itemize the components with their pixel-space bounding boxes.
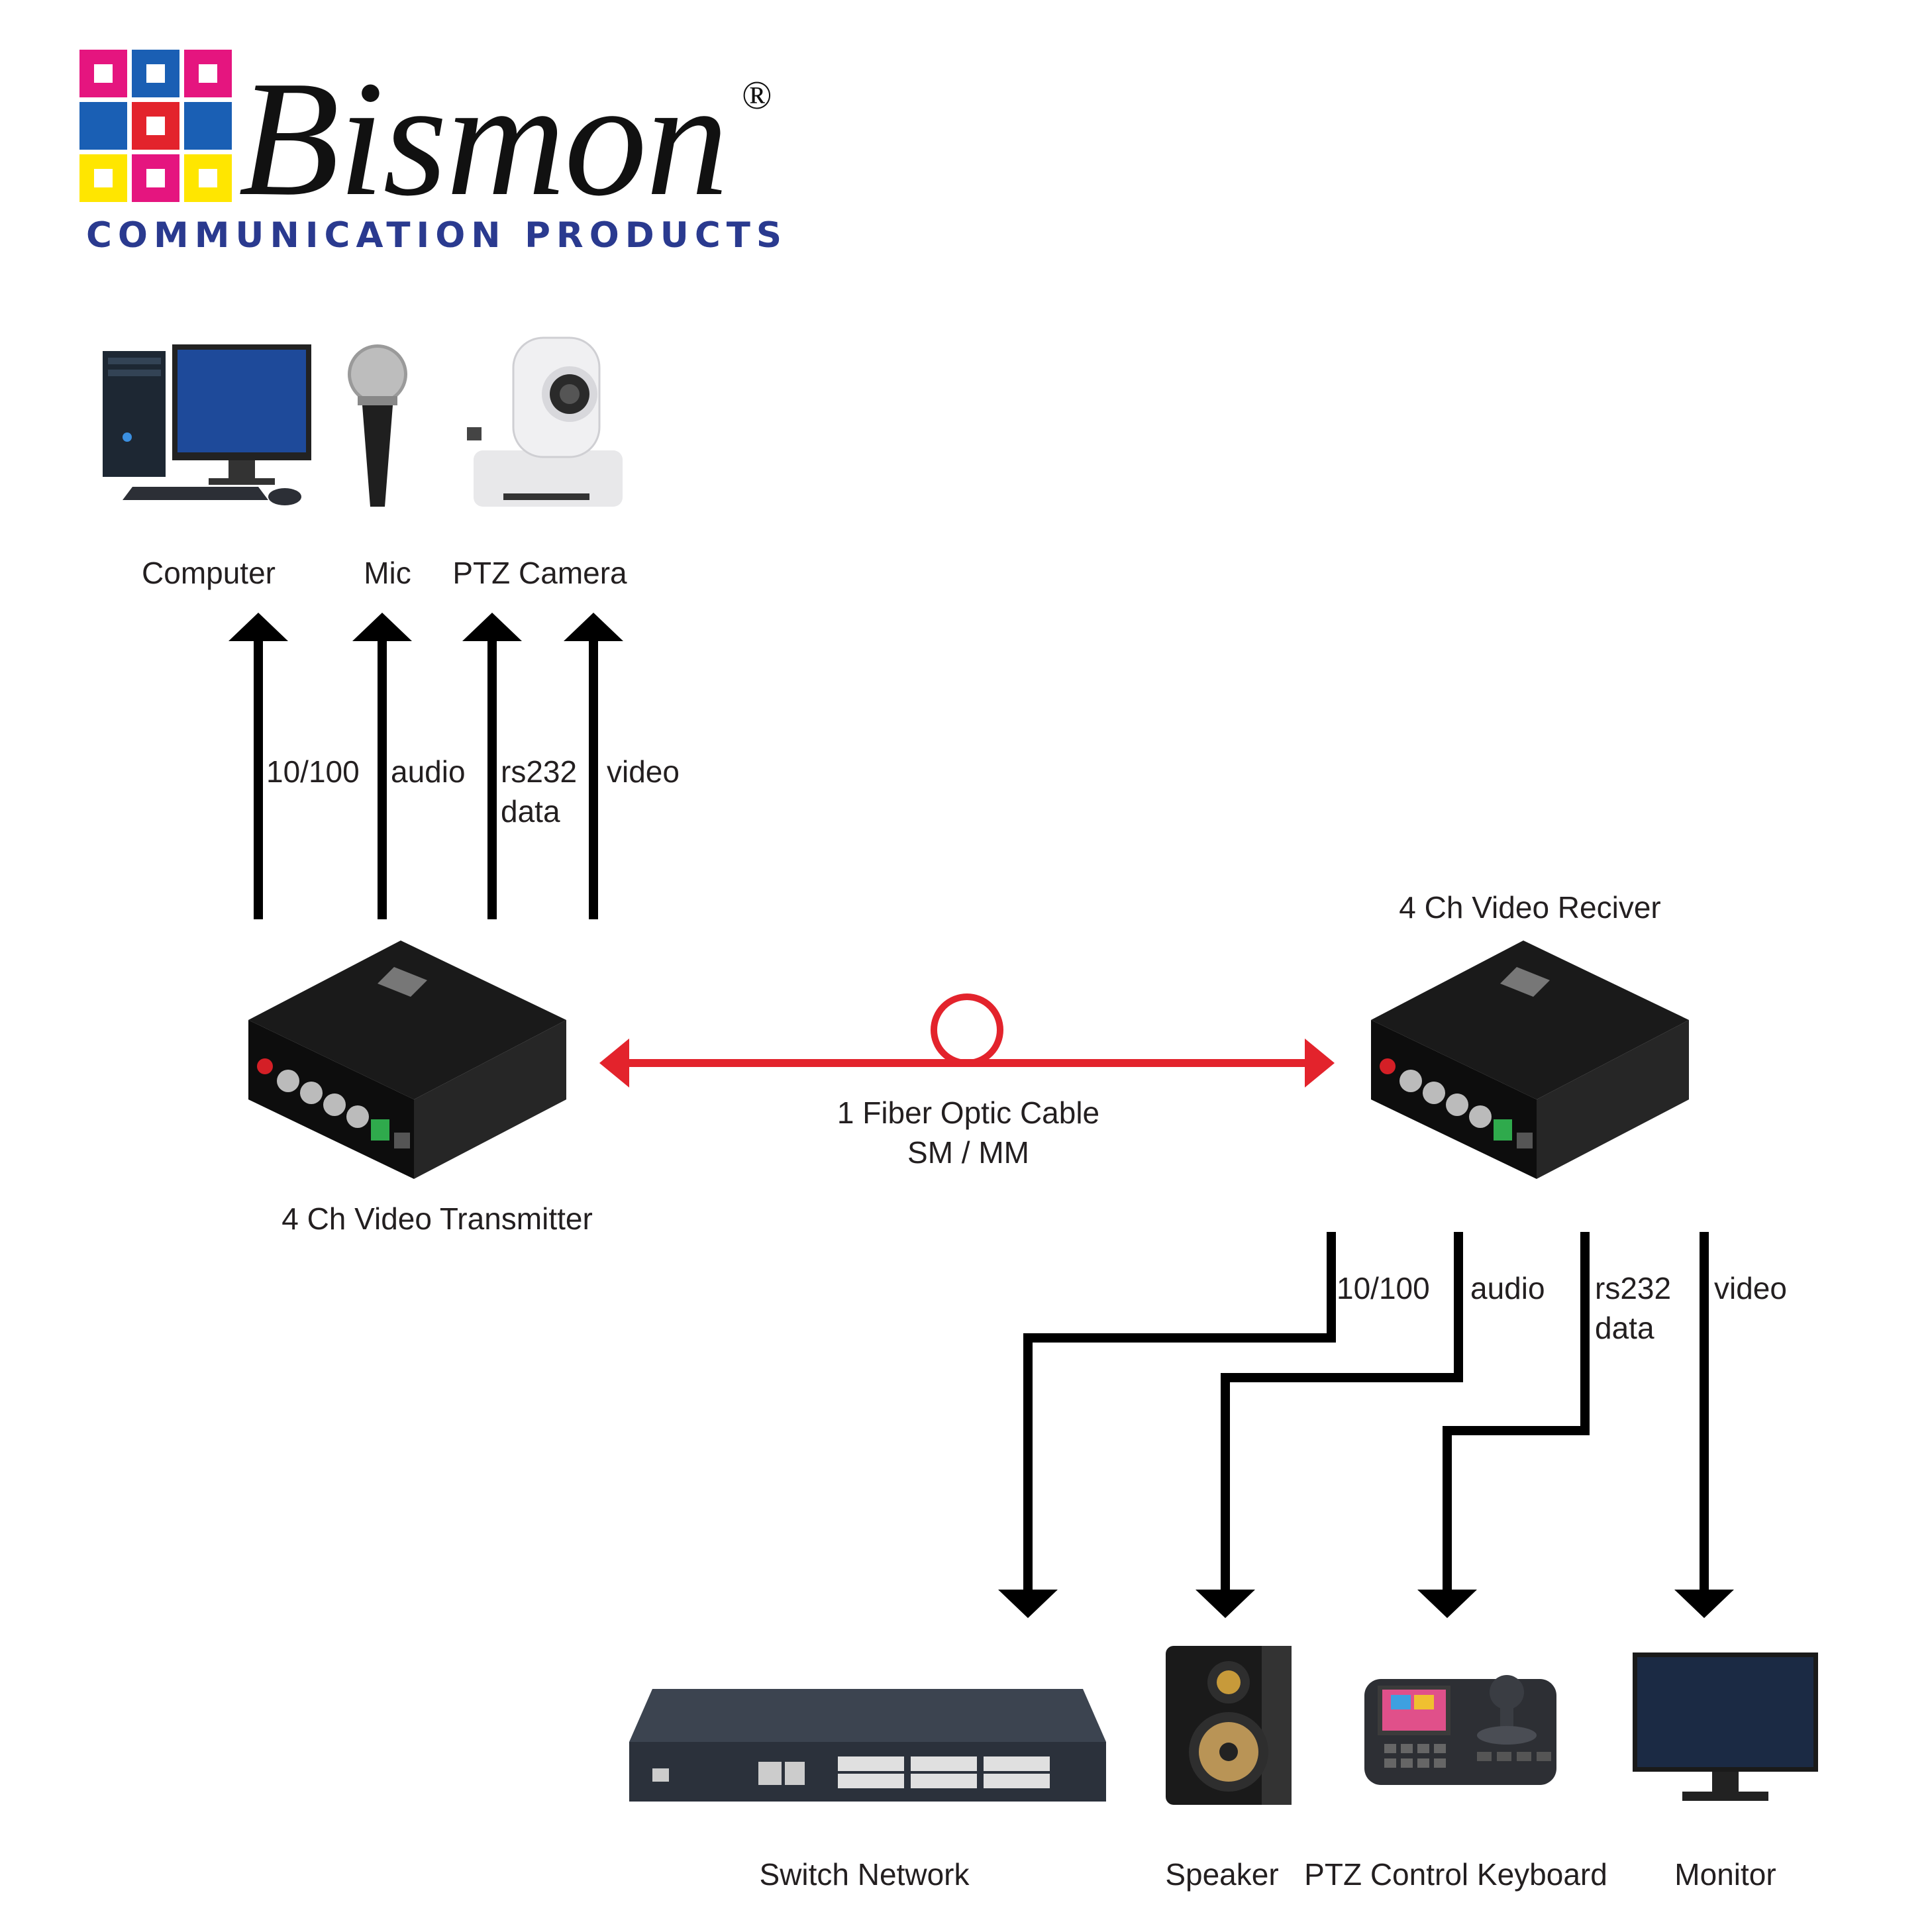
brand-tagline: COMMUNICATION PRODUCTS — [86, 215, 788, 256]
tx-signal-label: video — [607, 754, 680, 789]
device-label-ptz-keyboard: PTZ Control Keyboard — [1304, 1857, 1607, 1892]
device-label-ptz-camera: PTZ Camera — [452, 556, 627, 590]
rx-signal-label: rs232 data — [1595, 1271, 1672, 1345]
device-label-monitor: Monitor — [1674, 1857, 1776, 1892]
device-label-computer: Computer — [142, 556, 276, 590]
bismon-logo-mark — [79, 50, 232, 202]
brand-name: Bismon — [238, 47, 729, 230]
receiver-label: 4 Ch Video Reciver — [1399, 890, 1661, 925]
tx-signal-label: rs232 data — [501, 754, 578, 829]
device-label-mic: Mic — [364, 556, 411, 590]
rx-arrow-audio — [1195, 1232, 1463, 1618]
monitor-icon — [1633, 1652, 1818, 1801]
fiber-optic-link — [599, 993, 1335, 1088]
microphone-icon — [348, 344, 407, 507]
rx-signal-label: audio — [1470, 1271, 1545, 1305]
rx-signal-label: video — [1714, 1271, 1787, 1305]
fiber-cable-type: SM / MM — [907, 1135, 1029, 1170]
transmitter-label: 4 Ch Video Transmitter — [281, 1201, 593, 1236]
computer-icon — [103, 344, 311, 505]
tx-arrow-rs232 — [462, 613, 522, 919]
device-label-speaker: Speaker — [1165, 1857, 1279, 1892]
rx-arrow-10-100 — [998, 1232, 1336, 1618]
tx-arrow-audio — [352, 613, 412, 919]
tx-arrow-video — [564, 613, 623, 919]
registered-mark: ® — [742, 74, 772, 117]
device-label-switch: Switch Network — [759, 1857, 970, 1892]
tx-signal-label: audio — [391, 754, 466, 789]
speaker-icon — [1166, 1646, 1292, 1805]
ptz-camera-icon — [467, 336, 623, 507]
fiber-receiver-icon — [1371, 941, 1689, 1179]
fiber-transmitter-icon — [248, 941, 566, 1179]
rx-signal-label: 10/100 — [1337, 1271, 1430, 1305]
rx-arrow-video — [1674, 1232, 1734, 1618]
fiber-cable-label: 1 Fiber Optic Cable — [837, 1095, 1100, 1130]
rx-arrow-rs232 — [1417, 1232, 1590, 1618]
ptz-keyboard-icon — [1364, 1675, 1556, 1785]
tx-arrow-10-100 — [229, 613, 288, 919]
tx-signal-label: 10/100 — [266, 754, 360, 789]
network-switch-icon — [629, 1689, 1106, 1802]
